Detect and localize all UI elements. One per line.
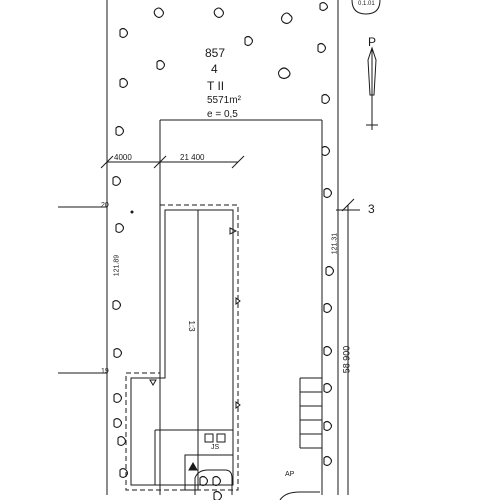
- building-setback-outline: [125, 204, 239, 491]
- triangle-marker: [229, 227, 238, 235]
- tree-symbols: [112, 1, 335, 500]
- grid-mark-20: 20: [101, 202, 109, 209]
- survey-point: [130, 210, 134, 214]
- dimension-left-setback: 4000: [114, 153, 132, 162]
- parking-stalls: [299, 377, 322, 449]
- annex-unit-b: [216, 433, 226, 443]
- lot-number: 4: [211, 62, 218, 76]
- annex-label: JS: [211, 444, 220, 451]
- stamp-circle: [351, 0, 381, 15]
- north-arrow-icon: [366, 46, 378, 130]
- building-ratio-label: 1:3: [187, 320, 196, 332]
- block-number: 857: [205, 46, 226, 60]
- section-ref-label: 3: [368, 202, 375, 216]
- triangle-marker: [235, 297, 241, 305]
- grid-mark-19: 19: [101, 368, 109, 375]
- dimension-right-length: 58 900: [341, 345, 352, 374]
- annex-block: [197, 429, 234, 456]
- zone-code: T II: [207, 79, 225, 93]
- efficiency-value: e = 0,5: [207, 109, 238, 120]
- elevation-right: 121.31: [331, 232, 339, 255]
- stamp-label: 0.1.01: [358, 1, 375, 7]
- dimension-building-width: 21 400: [180, 153, 205, 162]
- entrance-arrow: [188, 461, 198, 471]
- triangle-marker: [235, 401, 241, 409]
- triangle-marker: [149, 379, 157, 386]
- annex-unit-a: [204, 433, 214, 443]
- building-footprint: [130, 209, 234, 486]
- road-curve: [279, 491, 320, 500]
- area-value: 5571m²: [207, 95, 241, 106]
- elevation-left: 121.89: [113, 254, 121, 277]
- access-driveway: [194, 469, 233, 495]
- dimension-line-right: [336, 198, 360, 495]
- dimension-line-top: [100, 155, 245, 169]
- access-point-label: AP: [285, 471, 295, 478]
- north-marker-label: P: [368, 35, 377, 49]
- entrance-block: [184, 454, 199, 491]
